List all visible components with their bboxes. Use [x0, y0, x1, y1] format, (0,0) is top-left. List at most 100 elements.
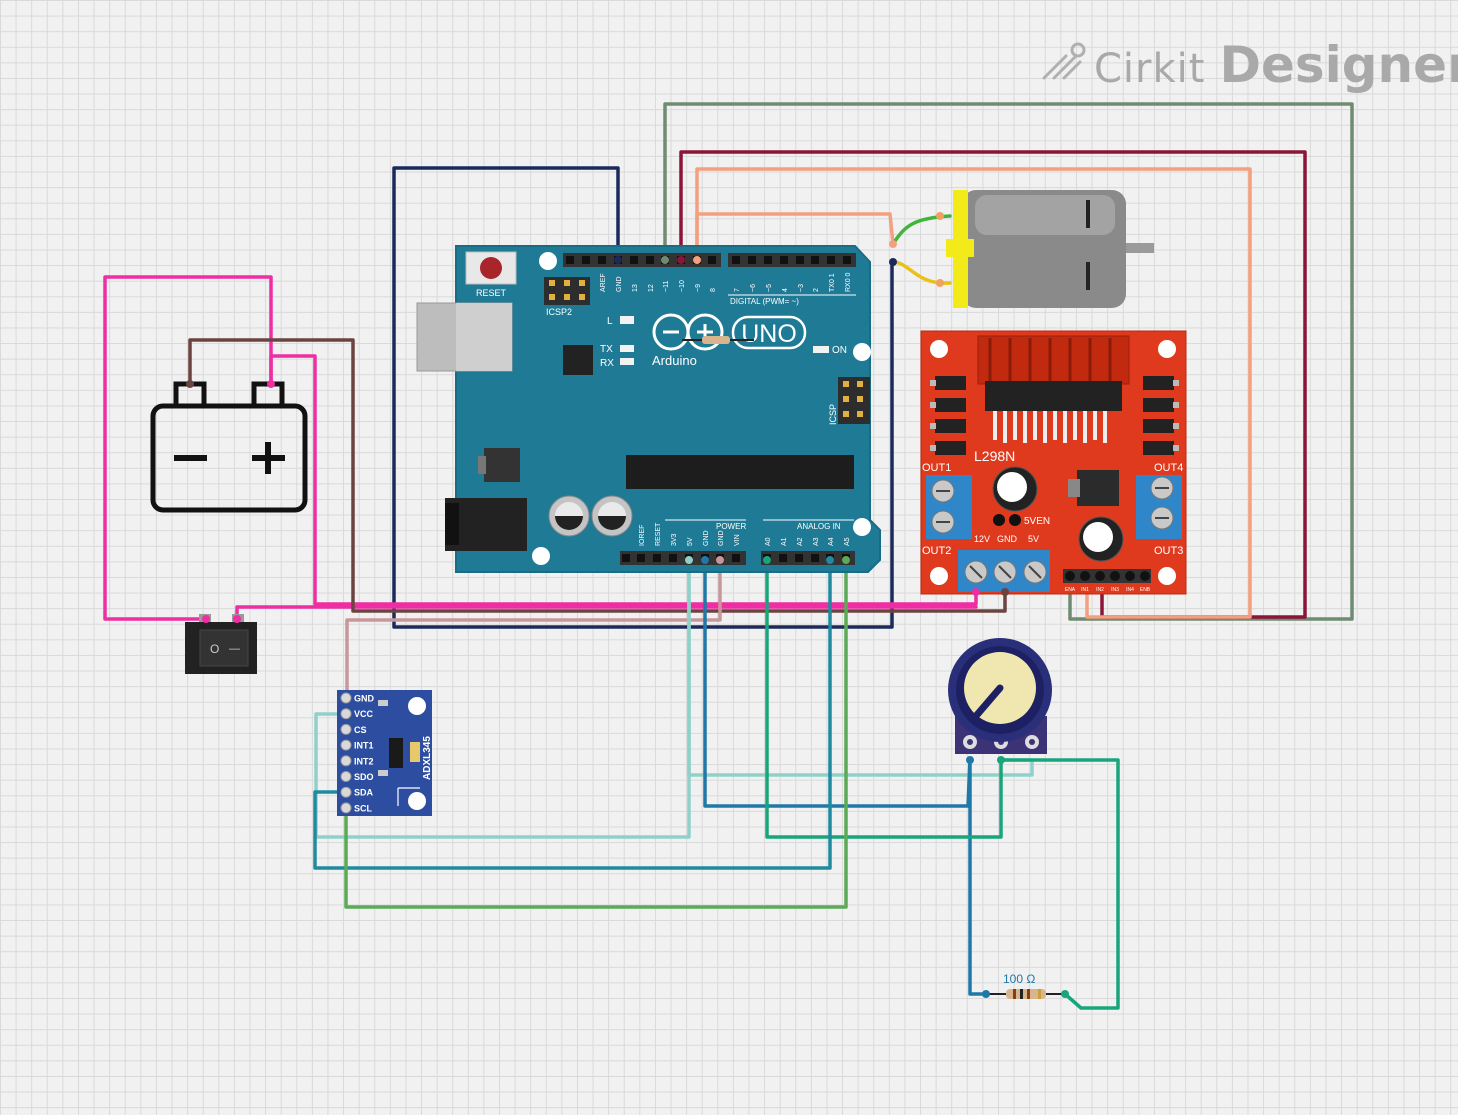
terminal-gnd: GND [997, 534, 1018, 544]
adxl-pin-label: SDA [354, 788, 374, 798]
arduino-analog-pin-label: A1 [781, 537, 788, 546]
wire-motor-salmon[interactable] [695, 212, 895, 262]
wire-switch-pink[interactable] [235, 605, 978, 621]
battery-plus-symbol: + [0, 0, 1, 1]
icsp-label: ICSP [828, 404, 838, 425]
cirkit-designer-logo: Cirkit Designer [1040, 36, 1458, 94]
arduino-pin-label: RX0 0 [845, 272, 852, 292]
out4-label: OUT4 [1154, 462, 1183, 474]
arduino-power-pin-label: VIN [734, 534, 741, 546]
switch-on-symbol: — [229, 643, 240, 655]
arduino-analog-pin-label: A0 [765, 537, 772, 546]
wire-adxl-gnd-mauve[interactable] [345, 558, 722, 700]
arduino-pin-label: GND [616, 276, 623, 292]
resistor-100-ohm[interactable] [982, 989, 1069, 999]
terminal-5v: 5V [1028, 534, 1039, 544]
arduino-pin-label: TX0 1 [829, 273, 836, 292]
power-header [620, 551, 746, 565]
power-terminal [958, 550, 1050, 592]
wire-pot-resistor-green[interactable] [999, 758, 1120, 1010]
arduino-analog-pin-label: A4 [828, 537, 835, 546]
wire-battery-pink-outer[interactable] [103, 275, 273, 621]
arduino-pin-label: ~3 [798, 284, 805, 292]
terminal-12v: 12V [974, 534, 990, 544]
arduino-analog-pin-label: A3 [813, 537, 820, 546]
adxl-pin-label: CS [354, 725, 367, 735]
arduino-pin-label: 7 [734, 288, 741, 292]
wire-gnd-blue[interactable] [703, 558, 972, 808]
arduino-analog-pin-label: A2 [797, 537, 804, 546]
analog-label: ANALOG IN [797, 522, 841, 531]
wire-a0-green[interactable] [765, 558, 1003, 839]
driver-header-pin-label: IN4 [1126, 587, 1134, 593]
driver-header-pin-label: ENA [1065, 587, 1076, 593]
out1-out2-terminal [926, 475, 972, 539]
board-name-label: UNO [741, 320, 797, 348]
battery-minus-symbol: − [0, 0, 1, 1]
reset-label: RESET [476, 288, 507, 298]
led-on-label: ON [832, 345, 847, 356]
cirkit-logo-icon [1042, 42, 1086, 80]
arduino-power-pin-label: IOREF [639, 525, 646, 546]
wire-battery-brown[interactable] [188, 338, 1007, 613]
out3-label: OUT3 [1154, 545, 1183, 557]
l298n-motor-driver[interactable]: L298N OUT1 OUT4 OUT2 OUT3 [920, 330, 1187, 595]
led-tx-label: TX [600, 344, 613, 355]
dc-motor[interactable] [936, 190, 1154, 308]
wire-motor-green-lead[interactable] [891, 214, 952, 246]
arduino-power-pin-label: 5V [687, 537, 694, 546]
adxl-pin-label: SDO [354, 772, 374, 782]
logo-brand-text: Cirkit [1094, 46, 1206, 92]
arduino-power-pin-label: GND [718, 530, 725, 546]
arduino-uno-board[interactable]: RESET ICSP2 L TX [416, 245, 881, 573]
arduino-pin-label: ~10 [679, 280, 686, 292]
led-l-label: L [607, 316, 613, 327]
board-maker-label: Arduino [652, 353, 697, 368]
adxl-pin-label: INT2 [354, 756, 374, 766]
arduino-analog-pin-label: A5 [844, 537, 851, 546]
wire-battery-pink-inner[interactable] [269, 354, 978, 606]
arduino-power-pin-label: RESET [655, 522, 662, 546]
led-rx-label: RX [600, 358, 614, 369]
icsp2-label: ICSP2 [546, 307, 572, 317]
driver-header-pin-label: IN2 [1096, 587, 1104, 593]
adxl-chip-label: ADXL345 [422, 736, 433, 780]
adxl-pin-label: SCL [354, 803, 373, 813]
driver-header-pin-label: IN1 [1081, 587, 1089, 593]
wire-a5-scl-lime[interactable] [344, 558, 848, 909]
wire-pot-resistor-blue[interactable] [968, 758, 988, 996]
arduino-pin-label: ~5 [766, 284, 773, 292]
out1-label: OUT1 [922, 462, 951, 474]
wire-pin9-salmon[interactable] [695, 167, 1252, 619]
rocker-switch[interactable]: O — [185, 614, 257, 674]
arduino-pin-label: ~11 [663, 281, 670, 292]
arduino-pin-label: 12 [648, 284, 655, 292]
resistor-label: 100 Ω [1003, 972, 1035, 986]
out3-out4-terminal [1136, 475, 1182, 539]
battery[interactable] [150, 381, 308, 513]
digital-label: DIGITAL (PWM= ~) [730, 297, 799, 306]
l298n-chip [985, 381, 1122, 411]
wire-gnd-navy[interactable] [392, 166, 894, 629]
driver-header-pin-label: ENB [1140, 587, 1151, 593]
driver-header-pin-label: IN3 [1111, 587, 1119, 593]
switch-off-symbol: O [210, 642, 219, 656]
wire-pin10-maroon[interactable] [679, 150, 1307, 619]
fiveven-label: 5VEN [1024, 516, 1050, 527]
out2-label: OUT2 [922, 545, 951, 557]
analog-header [761, 551, 855, 565]
wire-pin11-sage[interactable] [663, 102, 1354, 621]
atmega-chip [626, 455, 854, 489]
potentiometer[interactable] [948, 638, 1052, 764]
arduino-pin-label: AREF [600, 273, 607, 292]
arduino-pin-label: 2 [813, 288, 820, 292]
wire-a4-sda-teal[interactable] [313, 558, 832, 870]
power-label: POWER [716, 522, 746, 531]
arduino-power-pin-label: 3V3 [671, 533, 678, 546]
arduino-infinity-logo [652, 313, 724, 351]
logo-product-text: Designer [1219, 36, 1458, 94]
adxl-pin-label: GND [354, 694, 375, 704]
